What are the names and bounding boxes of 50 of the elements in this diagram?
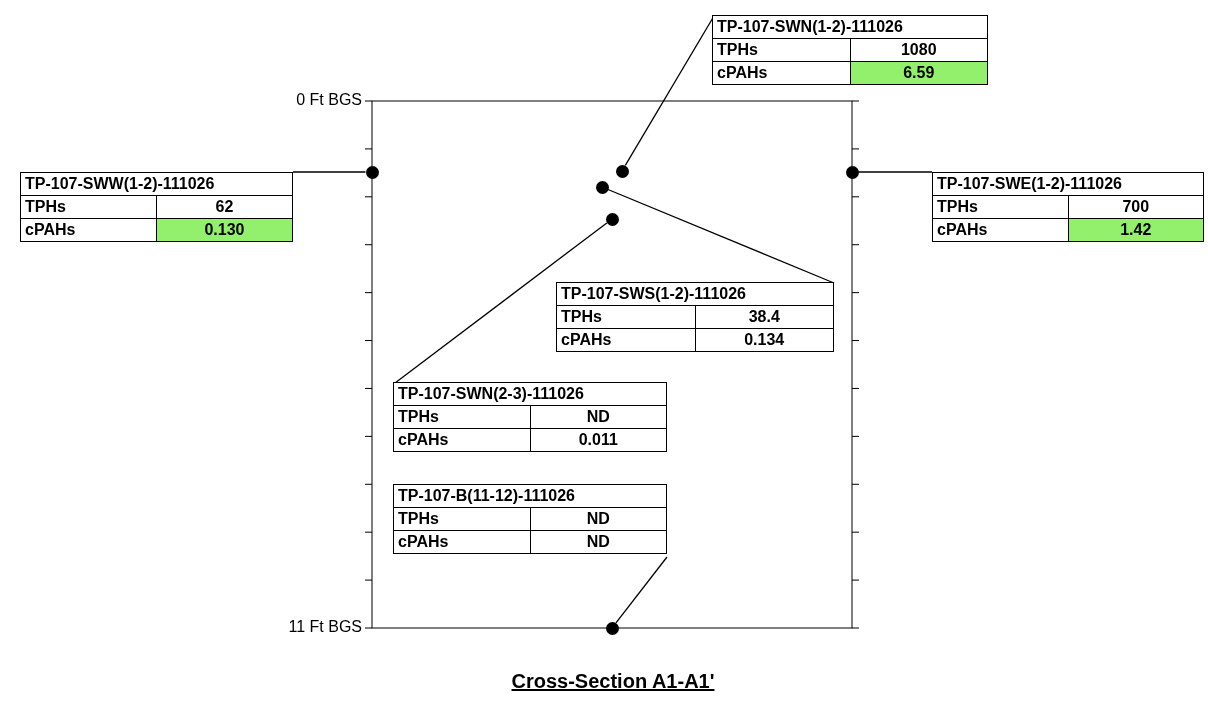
sample-point [615,164,629,178]
sample-point [605,212,619,226]
depth-label: 11 Ft BGS [288,618,362,636]
result-value: 1080 [850,38,988,62]
parameter-name: TPHs [932,195,1068,219]
sample-point [845,165,859,179]
caption: Cross-Section A1-A1' [511,670,715,693]
sample-id: TP-107-SWW(1-2)-111026 [20,172,293,196]
parameter-name: cPAHs [393,428,530,452]
parameter-name: TPHs [20,195,157,219]
result-value: 1.42 [1068,218,1204,242]
parameter-name: TPHs [712,38,850,62]
sample-result-table [932,172,1204,242]
parameter-name: cPAHs [393,530,530,554]
result-value: ND [530,530,667,554]
sample-result-table [20,172,293,242]
parameter-name: cPAHs [556,328,695,352]
parameter-name: TPHs [393,405,530,429]
sample-id: TP-107-SWN(2-3)-111026 [393,382,667,406]
result-value: ND [530,507,667,531]
sample-id: TP-107-SWN(1-2)-111026 [712,15,988,39]
sample-result-table [393,484,667,554]
result-value: 700 [1068,195,1204,219]
sample-result-table [712,15,988,85]
sample-point [605,621,619,635]
sample-result-table [556,282,834,352]
result-value: 0.130 [156,218,293,242]
parameter-name: TPHs [393,507,530,531]
parameter-name: TPHs [556,305,695,329]
sample-point [595,180,609,194]
result-value: ND [530,405,667,429]
leader-line [615,556,668,624]
leader-line [292,171,367,173]
result-value: 0.011 [530,428,667,452]
parameter-name: cPAHs [932,218,1068,242]
sample-id: TP-107-SWE(1-2)-111026 [932,172,1204,196]
parameter-name: cPAHs [712,61,850,85]
result-value: 6.59 [850,61,988,85]
sample-point [365,165,379,179]
sample-id: TP-107-B(11-12)-111026 [393,484,667,508]
depth-label: 0 Ft BGS [296,91,362,109]
result-value: 0.134 [695,328,834,352]
leader-line [607,188,835,284]
sample-id: TP-107-SWS(1-2)-111026 [556,282,834,306]
sample-result-table [393,382,667,452]
leader-line [857,171,933,173]
result-value: 38.4 [695,305,834,329]
parameter-name: cPAHs [20,218,157,242]
result-value: 62 [156,195,293,219]
leader-line [394,222,608,384]
